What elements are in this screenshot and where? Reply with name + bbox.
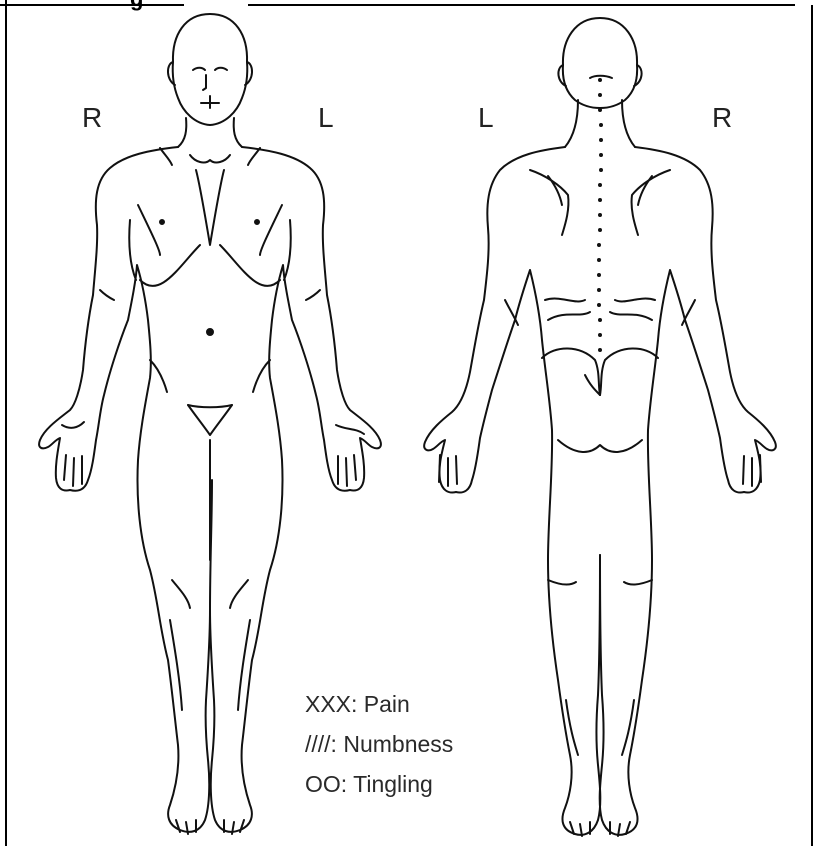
legend-numbness: ////: Numbness bbox=[305, 724, 453, 764]
legend-pain: XXX: Pain bbox=[305, 684, 453, 724]
front-torso-outline bbox=[39, 147, 212, 832]
symptom-legend: XXX: Pain ////: Numbness OO: Tingling bbox=[305, 684, 453, 804]
back-right-side-label: R bbox=[712, 102, 732, 134]
front-left-side-label: L bbox=[318, 102, 334, 134]
legend-tingling: OO: Tingling bbox=[305, 764, 453, 804]
spine-dotted-line bbox=[597, 78, 603, 352]
front-right-side-label: R bbox=[82, 102, 102, 134]
back-left-side-label: L bbox=[478, 102, 494, 134]
